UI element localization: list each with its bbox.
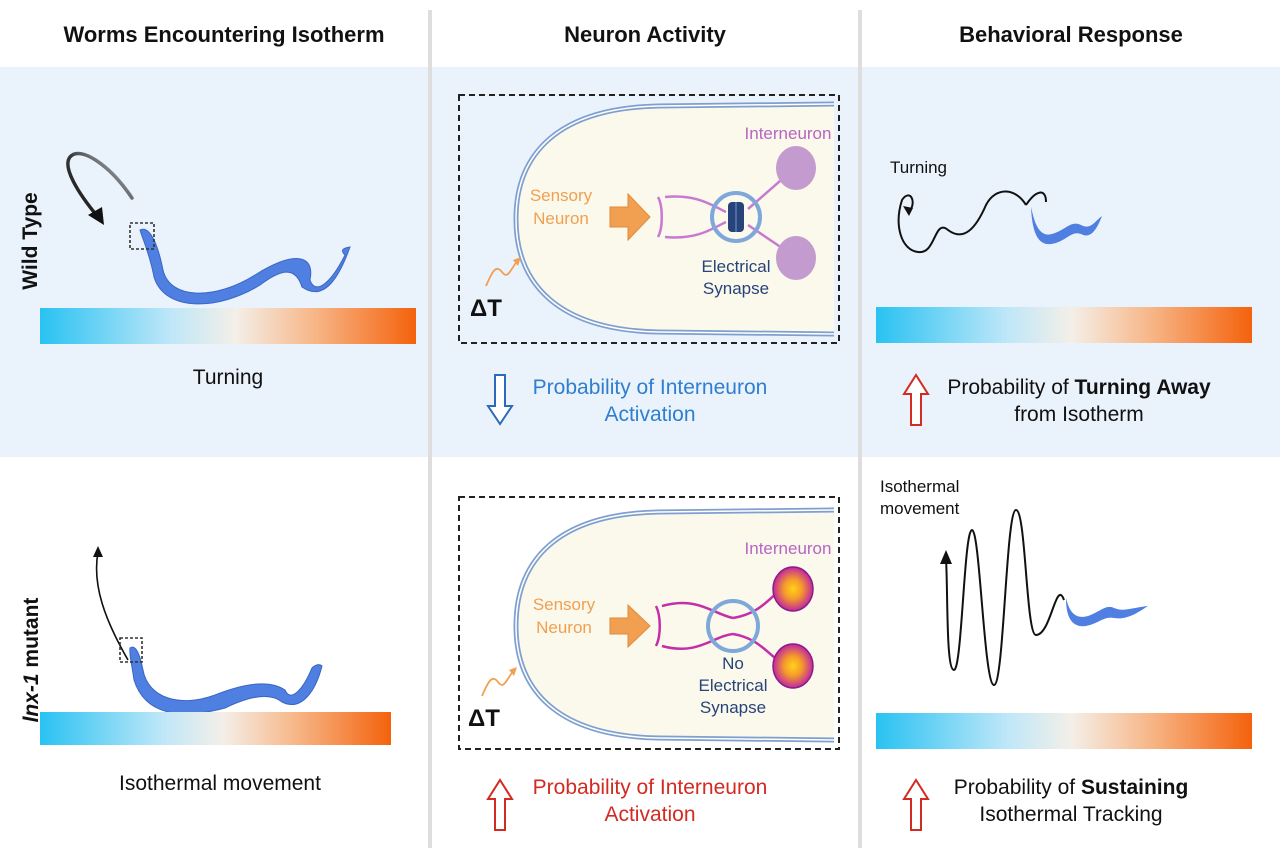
behavior-up-arrow-icon — [902, 373, 930, 426]
turning-path — [897, 190, 1027, 254]
turning-arrow-head — [903, 206, 913, 216]
up-arrow-icon — [95, 551, 129, 661]
turn-arrow-icon — [66, 151, 134, 219]
mutant-worm-scene — [93, 546, 323, 715]
mutant-worm-caption: Isothermal movement — [119, 772, 321, 795]
mutant-up-arrow-icon — [486, 778, 514, 831]
mutant-interneuron-label: Interneuron — [745, 539, 832, 558]
down-arrow-icon — [486, 374, 514, 426]
active-interneuron-bottom — [772, 643, 814, 689]
sensory-neuron-label-1: Sensory — [530, 186, 593, 205]
mutant-sensory-arrow-icon — [609, 603, 651, 649]
mutant-behavior-outcome: Probability of Sustaining Isothermal Tra… — [953, 776, 1189, 826]
column-divider-right — [858, 10, 862, 848]
behavior-worm — [1031, 207, 1102, 245]
synapse-ring — [710, 191, 762, 243]
column-title-behavior: Behavioral Response — [959, 22, 1183, 47]
interneuron-label: Interneuron — [745, 124, 832, 143]
delta-t-label: ΔT — [470, 295, 502, 322]
oscillation-arrow-head — [940, 550, 952, 564]
synapse-label-2: Synapse — [703, 279, 769, 298]
isothermal-movement-label-2: movement — [880, 499, 960, 518]
interneuron-top — [776, 146, 816, 190]
sensory-neuron-label-2: Neuron — [533, 209, 589, 228]
mutant-behavior-up-arrow-icon — [902, 778, 930, 831]
mutant-neuron-outcome: Probability of Interneuron Activation — [532, 776, 768, 826]
no-synapse-label-3: Synapse — [700, 698, 766, 717]
wild-type-behavior-outcome: Probability of Turning Away from Isother… — [947, 376, 1211, 426]
mutant-synapse-ring — [706, 599, 760, 653]
mutant-circuit-diagram: Sensory Neuron Interneuron No Electrical… — [458, 496, 840, 750]
no-synapse-label-1: No — [722, 654, 744, 673]
interneuron-bottom — [776, 236, 816, 280]
wild-type-worm-caption: Turning — [192, 366, 264, 389]
mutant-behavior-trace: Isothermal movement — [880, 477, 1148, 687]
behavior-gradient-bar — [876, 307, 1252, 343]
mutant-sensory-neuron-label-1: Sensory — [533, 595, 596, 614]
mutant-delta-t-label: ΔT — [468, 705, 500, 732]
mutant-sensory-neuron-label-2: Neuron — [536, 618, 592, 637]
mutant-focus-box — [119, 637, 143, 663]
wild-type-neuron-outcome: Probability of Interneuron Activation — [532, 376, 768, 426]
wild-type-worm-scene — [66, 151, 351, 305]
mutant-behavior-gradient-bar — [876, 713, 1252, 749]
sensory-arrow-icon — [609, 192, 651, 242]
mutant-temperature-gradient-bar — [40, 712, 391, 745]
wild-type-worm — [139, 228, 351, 305]
no-synapse-label-2: Electrical — [699, 676, 768, 695]
column-title-worms: Worms Encountering Isotherm — [63, 22, 385, 47]
column-divider-left — [428, 10, 432, 848]
heat-wave-icon — [485, 259, 519, 287]
mutant-worm — [129, 646, 323, 715]
temperature-gradient-bar — [40, 308, 416, 344]
active-interneuron-top — [772, 566, 814, 612]
wild-type-behavior-trace: Turning — [890, 158, 1102, 254]
wild-type-circuit-diagram: Sensory Neuron Interneuron Electrical Sy… — [458, 94, 840, 344]
mutant-behavior-worm — [1066, 598, 1148, 627]
turn-arrow-head — [88, 207, 104, 225]
synapse-label-1: Electrical — [702, 257, 771, 276]
behavior-turning-label: Turning — [890, 158, 947, 177]
oscillation-path — [945, 508, 1065, 687]
focus-box — [129, 222, 155, 250]
mutant-heat-wave-icon — [481, 669, 515, 697]
isothermal-movement-label-1: Isothermal — [880, 477, 959, 496]
column-title-neuron: Neuron Activity — [564, 22, 726, 47]
